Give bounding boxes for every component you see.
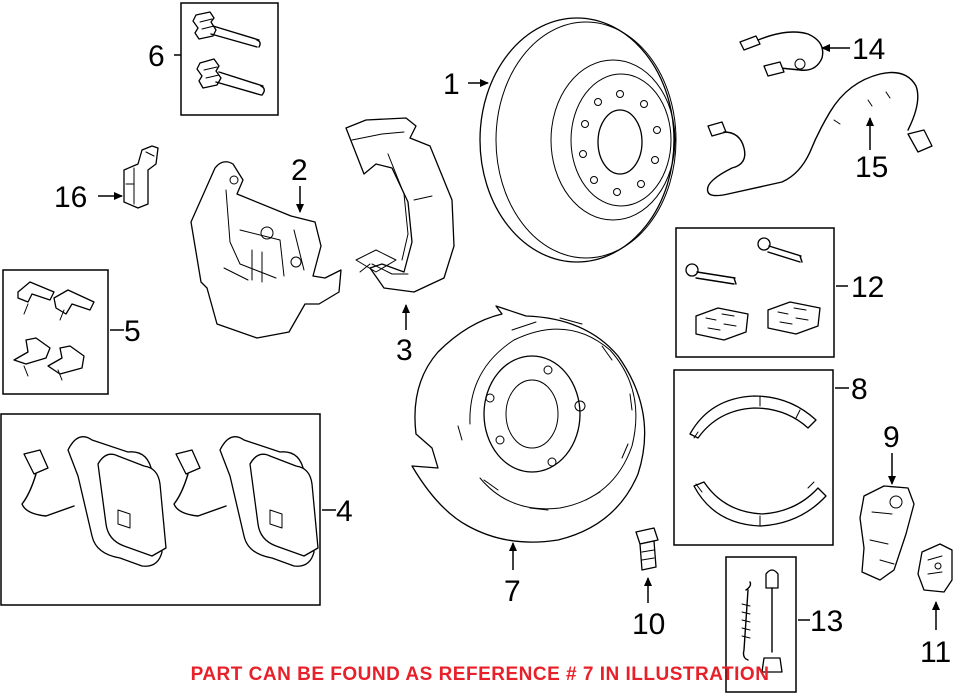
part-14-wear-sensor[interactable]	[739, 31, 824, 77]
part-4-brake-pads[interactable]	[0, 413, 321, 606]
part-6-box	[180, 2, 279, 116]
leader-lines	[98, 44, 940, 630]
callout-6: 6	[148, 40, 165, 73]
part-16-clip[interactable]	[123, 145, 159, 209]
pad-set-right	[173, 436, 319, 567]
rotor-bolt-holes	[579, 90, 661, 196]
callout-16: 16	[54, 181, 87, 214]
part-12-hardware-kit[interactable]	[675, 227, 835, 358]
guide-pin-upper	[192, 11, 261, 48]
part-5-box	[2, 269, 109, 395]
callout-2: 2	[291, 154, 308, 187]
callout-11: 11	[920, 636, 951, 669]
part-12-box	[675, 227, 835, 358]
part-8-box	[673, 369, 834, 546]
callout-14: 14	[852, 33, 885, 66]
part-3-caliper-bracket[interactable]	[345, 117, 455, 293]
part-8-parking-shoes[interactable]	[673, 369, 834, 546]
callout-4: 4	[336, 495, 353, 528]
part-9-actuator[interactable]	[859, 485, 915, 581]
guide-pin-lower	[196, 58, 265, 96]
part-13-box	[725, 556, 797, 693]
part-10-bolt[interactable]	[635, 527, 659, 571]
callout-15: 15	[855, 151, 888, 184]
part-13-springs[interactable]	[725, 556, 797, 693]
callout-1: 1	[443, 68, 460, 101]
part-4-box	[0, 413, 321, 606]
part-7-dust-shield[interactable]	[411, 305, 646, 543]
callout-numbers: 1 2 3 4 5 6 7 8 9 10 11 12 13 14 15 16	[54, 33, 951, 669]
callout-3: 3	[396, 334, 413, 367]
reference-note: PART CAN BE FOUND AS REFERENCE # 7 IN IL…	[190, 664, 770, 685]
callout-8: 8	[851, 373, 868, 406]
part-11-bracket[interactable]	[917, 543, 953, 593]
part-5-pad-clips[interactable]	[2, 269, 109, 395]
callout-13: 13	[810, 605, 843, 638]
callout-10: 10	[632, 608, 665, 641]
part-1-rotor[interactable]	[479, 17, 677, 263]
callout-12: 12	[851, 271, 884, 304]
part-6-guide-pins[interactable]	[180, 2, 279, 116]
callout-7: 7	[504, 575, 521, 608]
callout-9: 9	[883, 421, 900, 454]
part-15-abs-sensor[interactable]	[706, 71, 933, 197]
part-2-caliper[interactable]	[190, 161, 342, 339]
pad-set-left	[21, 436, 167, 567]
callout-5: 5	[124, 315, 141, 348]
